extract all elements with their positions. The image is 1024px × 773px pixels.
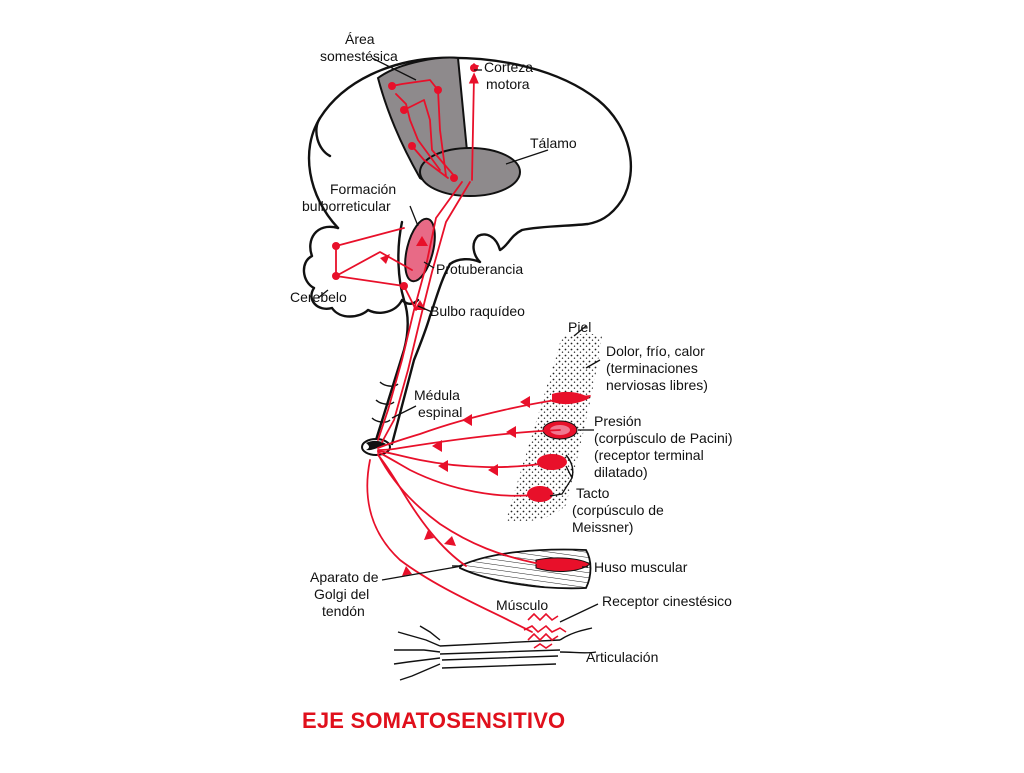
diagram-title: EJE SOMATOSENSITIVO <box>302 708 565 733</box>
label-medula-1: Médula <box>414 387 460 403</box>
label-dolor: Dolor, frío, calor (terminaciones nervio… <box>606 343 709 393</box>
label-presion-2: (corpúsculo de Pacini) <box>594 430 733 446</box>
label-area-1: Área <box>345 31 375 47</box>
label-bulbo: Bulbo raquídeo <box>430 303 525 319</box>
label-dolor-1: Dolor, frío, calor <box>606 343 705 359</box>
label-golgi: Aparato de Golgi del tendón <box>310 569 382 619</box>
label-receptor-cinestesico: Receptor cinestésico <box>602 593 732 609</box>
arm-bones <box>393 625 597 681</box>
thalamus <box>419 147 521 197</box>
label-protuberancia: Protuberancia <box>436 261 523 277</box>
label-presion-1: Presión <box>594 413 641 429</box>
label-talamo: Tálamo <box>530 135 577 151</box>
label-dolor-2: (terminaciones <box>606 360 698 376</box>
label-presion-4: dilatado) <box>594 464 648 480</box>
label-articulacion: Articulación <box>586 649 658 665</box>
spinal-cord-rings <box>371 381 399 423</box>
label-formacion-1: Formación <box>330 181 396 197</box>
label-dolor-3: nerviosas libres) <box>606 377 708 393</box>
label-corteza-1: Corteza <box>484 59 533 75</box>
label-presion-3: (receptor terminal <box>594 447 704 463</box>
label-cerebelo: Cerebelo <box>290 289 347 305</box>
label-formacion: Formación bulborreticular <box>302 181 400 214</box>
label-formacion-2: bulborreticular <box>302 198 391 214</box>
label-tacto-1: Tacto <box>576 485 610 501</box>
label-musculo: Músculo <box>496 597 548 613</box>
label-area-2: somestésica <box>320 48 398 64</box>
labels: Área somestésica Corteza motora Tálamo F… <box>290 31 736 665</box>
cerebellum-outline <box>302 225 420 318</box>
nerve-nodes <box>332 64 478 290</box>
leader-lines <box>317 57 601 623</box>
label-presion: Presión (corpúsculo de Pacini) (receptor… <box>594 413 736 480</box>
label-medula: Médula espinal <box>414 387 464 420</box>
muscle <box>452 548 592 590</box>
label-huso: Huso muscular <box>594 559 688 575</box>
label-golgi-1: Aparato de <box>310 569 379 585</box>
label-corteza-motora: Corteza motora <box>484 59 537 92</box>
label-tacto: Tacto (corpúsculo de Meissner) <box>572 485 668 535</box>
label-medula-2: espinal <box>418 404 462 420</box>
kinesthetic-receptor <box>523 612 567 649</box>
label-golgi-3: tendón <box>322 603 365 619</box>
brain-outline <box>307 56 633 266</box>
label-golgi-2: Golgi del <box>314 586 369 602</box>
label-tacto-2: (corpúsculo de <box>572 502 664 518</box>
reticular-formation <box>404 217 436 283</box>
label-piel: Piel <box>568 319 591 335</box>
skin-receptors <box>527 391 590 502</box>
nerve-arrows <box>380 236 530 576</box>
label-tacto-3: Meissner) <box>572 519 633 535</box>
label-area-somestesica: Área somestésica <box>320 31 398 64</box>
label-corteza-2: motora <box>486 76 530 92</box>
